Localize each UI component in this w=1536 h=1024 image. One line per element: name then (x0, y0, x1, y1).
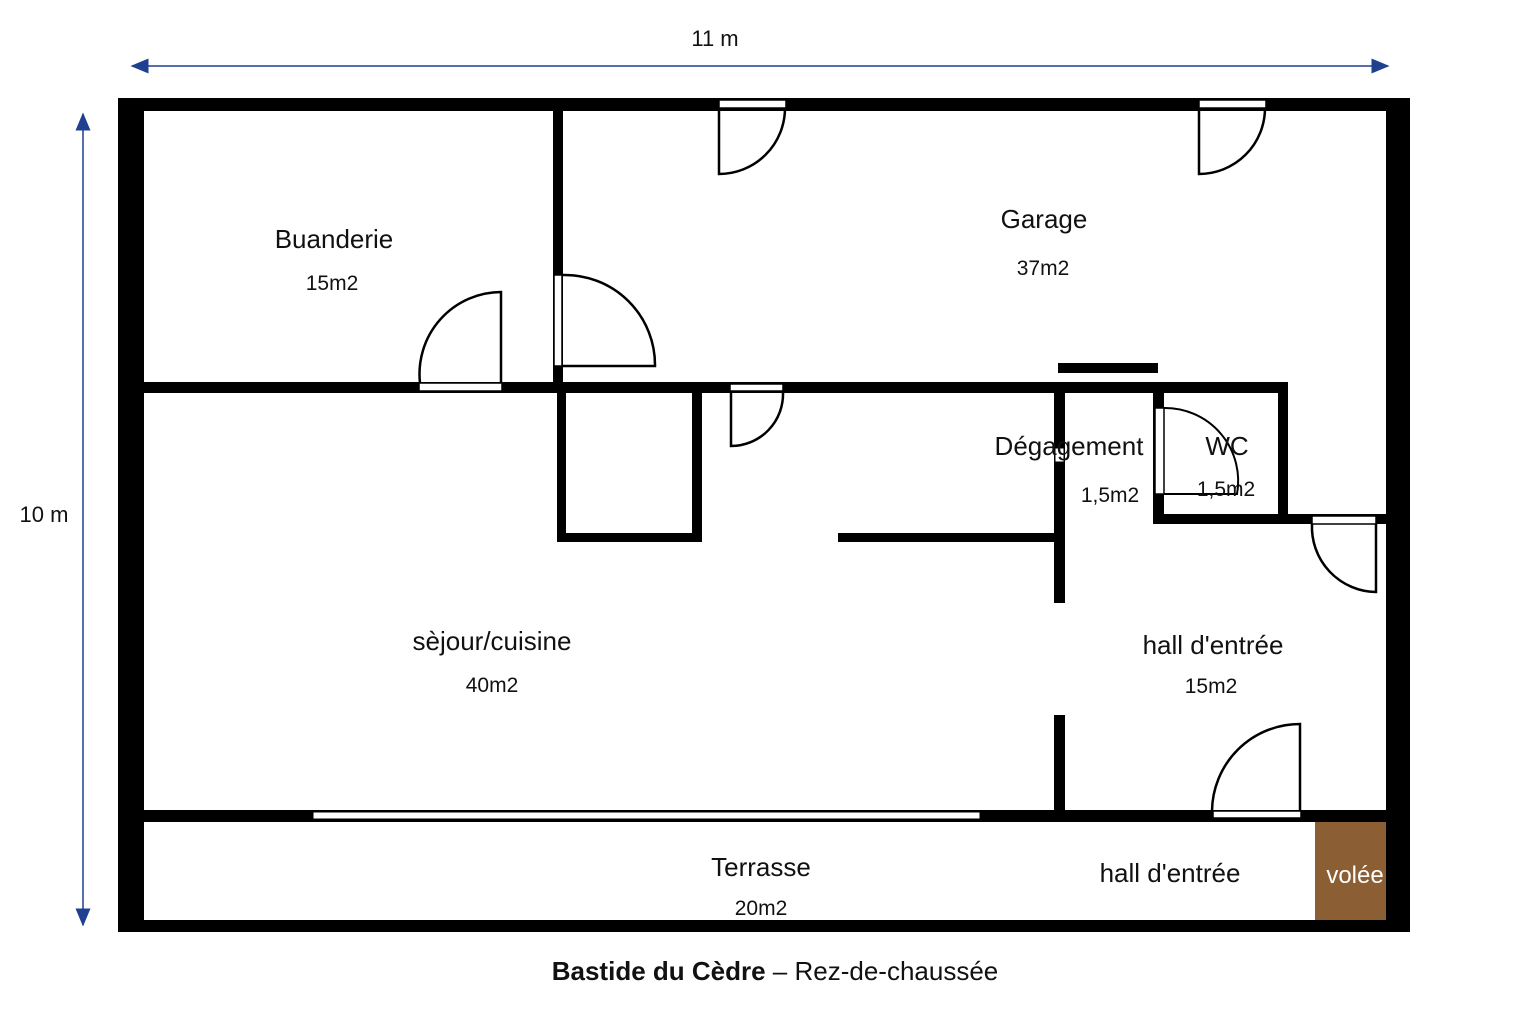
caption-subtitle: Rez-de-chaussée (794, 956, 998, 986)
room-wc-area: 1,5m2 (1197, 478, 1255, 501)
plan-caption: Bastide du Cèdre – Rez-de-chaussée (552, 956, 999, 986)
width-label: 11 m (691, 26, 738, 51)
stair-flight (1315, 822, 1386, 920)
room-hall-area: 15m2 (1185, 675, 1238, 698)
room-hall-exterior-name: hall d'entrée (1100, 858, 1241, 888)
window (312, 811, 981, 820)
room-garage-name: Garage (1001, 204, 1088, 234)
room-buanderie-name: Buanderie (275, 224, 394, 254)
room-degagement-name: Dégagement (995, 431, 1145, 461)
stair-label: volée (1326, 862, 1383, 889)
caption-separator: – (766, 956, 795, 986)
room-sejour-area: 40m2 (466, 674, 519, 697)
doors (418, 99, 1378, 819)
room-garage-area: 37m2 (1017, 257, 1070, 280)
room-degagement-area: 1,5m2 (1081, 484, 1139, 507)
room-terrasse-name: Terrasse (711, 852, 811, 882)
room-sejour-name: sèjour/cuisine (413, 626, 572, 656)
caption-title: Bastide du Cèdre (552, 956, 766, 986)
room-wc-name: WC (1205, 431, 1248, 461)
height-label: 10 m (20, 502, 69, 527)
room-hall-name: hall d'entrée (1143, 630, 1284, 660)
room-terrasse-area: 20m2 (735, 897, 788, 920)
interior-walls (143, 110, 1386, 822)
room-buanderie-area: 15m2 (306, 272, 359, 295)
